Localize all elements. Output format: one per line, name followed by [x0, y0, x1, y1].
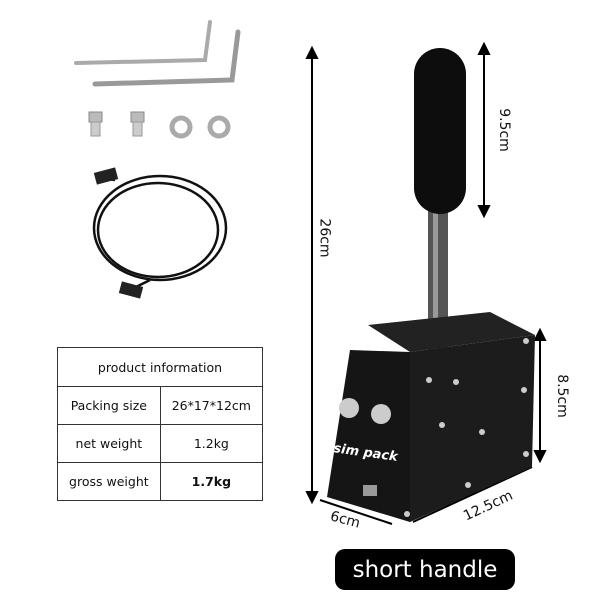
usb-cable	[92, 174, 228, 292]
product-info-table: product information Packing size 26*17*1…	[57, 347, 264, 501]
allen-key-large	[92, 29, 241, 87]
table-row: gross weight 1.7kg	[57, 462, 264, 501]
screw-icon	[130, 111, 145, 137]
row-value: 1.7kg	[159, 462, 264, 501]
table-header-row: product information	[57, 347, 263, 387]
screw-icon	[88, 111, 103, 137]
washer-icon	[207, 115, 231, 139]
total-height-label: 26cm	[316, 218, 333, 258]
table-row: Packing size 26*17*12cm	[57, 386, 264, 425]
shifter: sim pack	[327, 48, 535, 522]
row-value: 1.2kg	[159, 424, 264, 463]
row-label: net weight	[57, 424, 161, 463]
row-value: 26*17*12cm	[159, 386, 264, 425]
row-label: Packing size	[57, 386, 161, 425]
knob-height-label: 9.5cm	[495, 108, 512, 152]
dimension-lines	[305, 41, 547, 525]
allen-key-small	[74, 20, 212, 65]
table-header: product information	[57, 347, 263, 387]
row-label: gross weight	[57, 462, 161, 501]
washer-icon	[169, 115, 193, 139]
box-height-label: 8.5cm	[553, 374, 570, 418]
variant-badge: short handle	[335, 549, 515, 590]
table-row: net weight 1.2kg	[57, 424, 264, 463]
